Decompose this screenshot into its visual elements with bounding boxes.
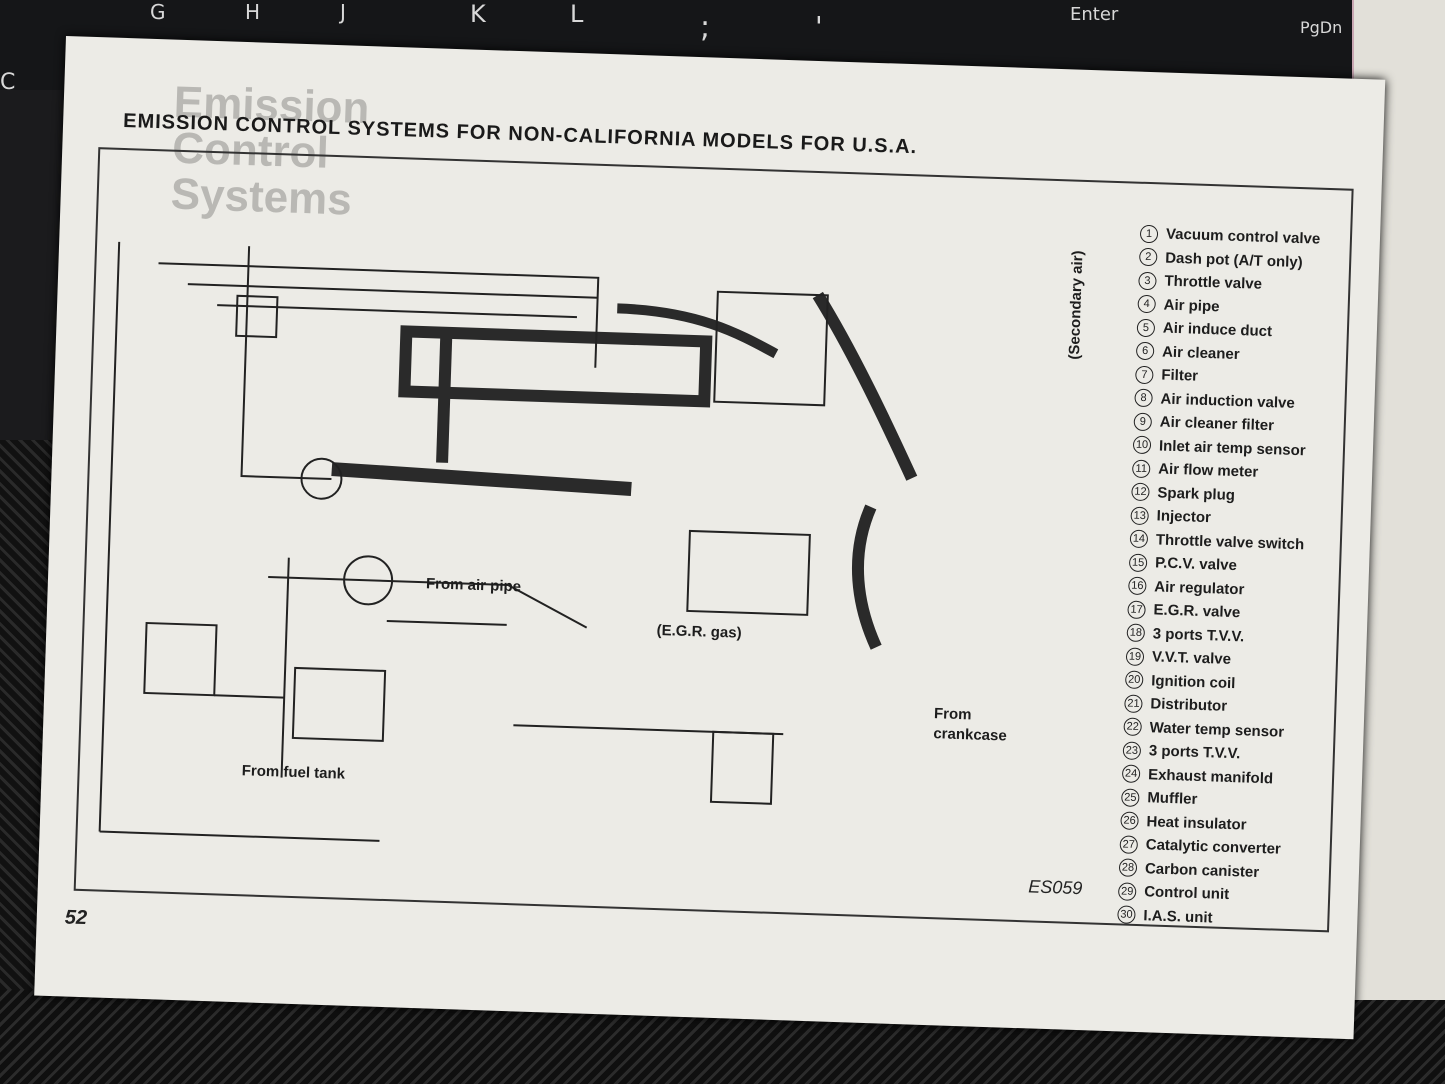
legend-label: Air induction valve <box>1160 390 1295 412</box>
legend-number: 16 <box>1128 576 1147 596</box>
legend-number: 21 <box>1124 694 1143 713</box>
figure-code: ES059 <box>1028 876 1083 899</box>
legend-number: 17 <box>1127 600 1146 619</box>
legend-number: 22 <box>1123 717 1142 737</box>
key-c: C <box>0 70 16 95</box>
key-h: H <box>245 0 261 24</box>
legend-number: 25 <box>1121 788 1140 807</box>
legend-label: Distributor <box>1150 695 1228 716</box>
key-g: G <box>150 0 166 24</box>
legend-number: 1 <box>1139 224 1159 244</box>
legend-label: Catalytic converter <box>1145 836 1282 858</box>
legend-label: Throttle valve switch <box>1155 531 1305 554</box>
legend-number: 3 <box>1138 271 1157 291</box>
callout-secondary-air: (Secondary air) <box>1065 250 1087 360</box>
legend-label: Control unit <box>1143 883 1230 904</box>
callout-from-crankcase-line1: From <box>933 705 972 724</box>
legend-label: Inlet air temp sensor <box>1158 437 1306 460</box>
legend-label: Muffler <box>1147 789 1198 809</box>
legend-number: 15 <box>1128 553 1148 572</box>
legend-number: 10 <box>1132 435 1152 455</box>
legend-number: 20 <box>1124 670 1144 690</box>
legend-label: Air cleaner <box>1161 343 1240 363</box>
emission-system-diagram <box>98 241 918 842</box>
legend-number: 26 <box>1120 811 1139 831</box>
legend-number: 9 <box>1133 412 1153 431</box>
legend-label: Air pipe <box>1163 296 1220 316</box>
legend-number: 8 <box>1134 388 1153 408</box>
page-number: 52 <box>64 906 88 930</box>
legend-number: 28 <box>1118 858 1138 878</box>
legend-number: 12 <box>1131 482 1150 502</box>
legend-label: Air cleaner filter <box>1159 413 1275 435</box>
legend-label: I.A.S. unit <box>1143 906 1213 927</box>
legend-label: Air induce duct <box>1162 319 1273 341</box>
legend-label: Ignition coil <box>1150 672 1236 692</box>
legend-number: 11 <box>1131 459 1151 478</box>
legend-number: 19 <box>1125 647 1145 666</box>
legend-label: Carbon canister <box>1144 859 1260 881</box>
legend-label: V.V.T. valve <box>1151 648 1232 669</box>
callout-from-fuel-tank: From fuel tank <box>241 762 346 783</box>
key-quote: ' <box>815 10 823 43</box>
legend-label: E.G.R. valve <box>1153 601 1241 622</box>
legend-label: Filter <box>1161 366 1199 385</box>
legend-number: 30 <box>1117 905 1136 925</box>
legend-label: Throttle valve <box>1164 272 1263 294</box>
legend-number: 6 <box>1135 341 1155 361</box>
key-k: K <box>470 0 486 28</box>
legend-number: 13 <box>1130 506 1149 525</box>
legend-label: Air flow meter <box>1157 460 1259 482</box>
legend-number: 27 <box>1119 835 1139 854</box>
legend-label: P.C.V. valve <box>1154 554 1238 575</box>
legend-number: 2 <box>1138 247 1158 267</box>
legend-label: Injector <box>1156 507 1212 527</box>
legend-number: 23 <box>1122 741 1142 760</box>
legend-label: Dash pot (A/T only) <box>1164 249 1303 271</box>
legend-label: 3 ports T.V.V. <box>1148 742 1241 763</box>
legend-number: 5 <box>1136 318 1156 338</box>
legend-label: Heat insulator <box>1146 813 1247 834</box>
legend-label: 3 ports T.V.V. <box>1152 625 1245 646</box>
legend-number: 14 <box>1129 529 1149 549</box>
legend-label: Vacuum control valve <box>1165 225 1321 248</box>
key-l: L <box>570 0 584 28</box>
key-semicolon: ; <box>700 10 711 45</box>
key-enter: Enter <box>1070 4 1119 25</box>
legend-label: Exhaust manifold <box>1147 766 1274 788</box>
legend-number: 24 <box>1121 764 1141 784</box>
legend-number: 4 <box>1137 294 1156 314</box>
key-pgdn: PgDn <box>1300 18 1343 37</box>
legend-number: 29 <box>1117 882 1137 901</box>
legend-number: 7 <box>1135 365 1154 384</box>
key-j: J <box>340 0 346 24</box>
legend-label: Spark plug <box>1157 484 1236 504</box>
manual-page: Emission Control Systems EMISSION CONTRO… <box>34 36 1386 1040</box>
legend-label: Water temp sensor <box>1149 719 1285 741</box>
callout-from-crankcase-line2: crankcase <box>933 725 1007 745</box>
legend-label: Air regulator <box>1154 578 1245 599</box>
parts-legend: 1 Vacuum control valve 2 Dash pot (A/T onl… <box>1117 222 1350 934</box>
legend-number: 18 <box>1126 623 1146 643</box>
callout-egr-gas: (E.G.R. gas) <box>656 621 742 642</box>
callout-from-air-pipe: From air pipe <box>425 575 522 596</box>
